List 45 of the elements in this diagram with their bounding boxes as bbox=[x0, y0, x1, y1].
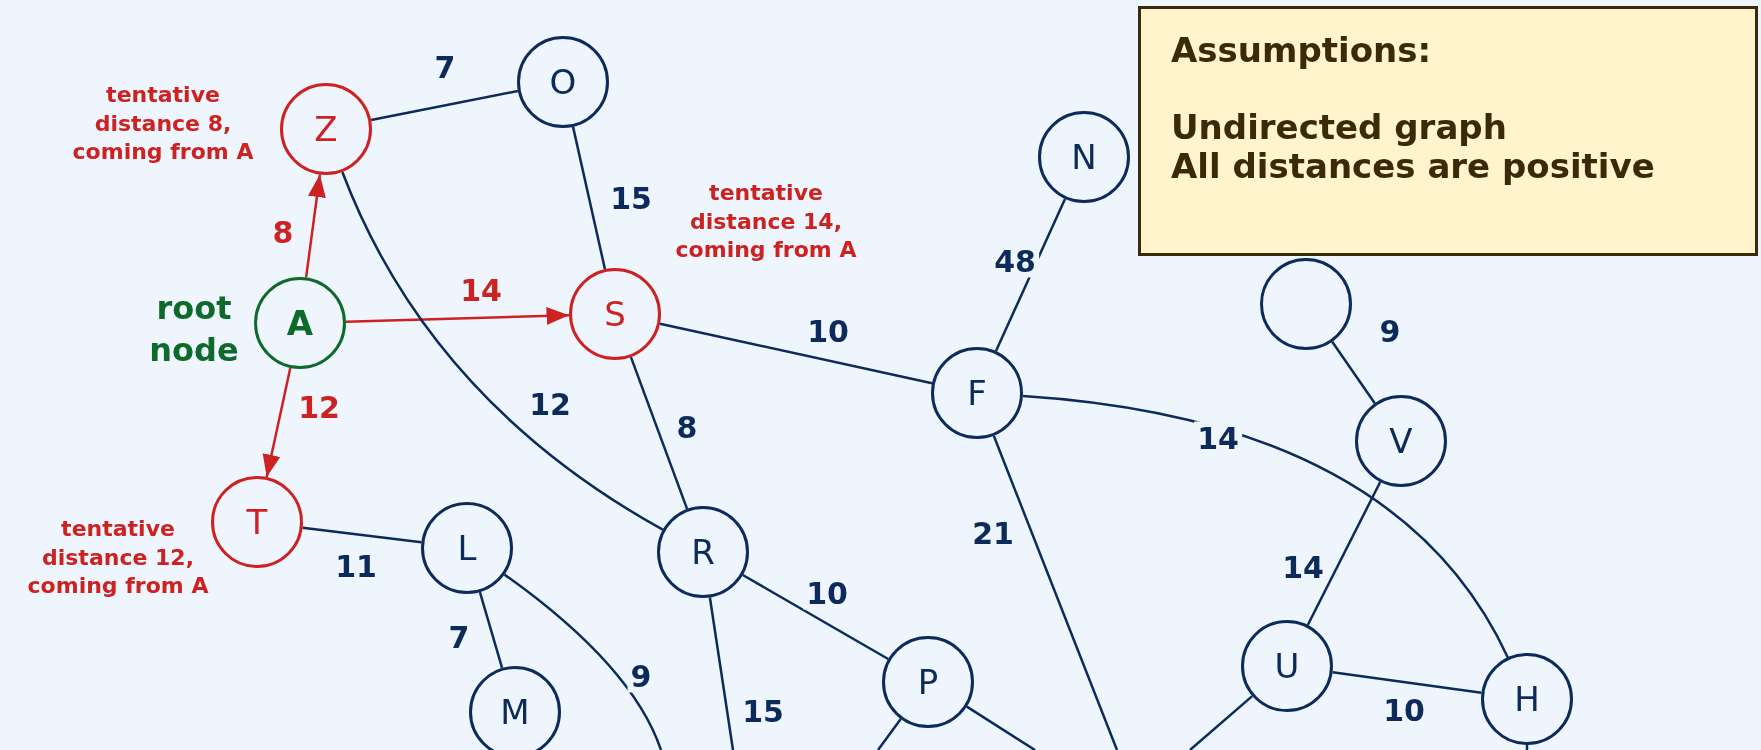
node-letter: R bbox=[691, 532, 715, 572]
edge-line bbox=[1525, 745, 1529, 750]
edge-line bbox=[992, 435, 1119, 750]
node-letter: F bbox=[967, 373, 987, 413]
edge-line bbox=[659, 322, 933, 385]
node-letter: O bbox=[549, 62, 577, 102]
edge-line bbox=[629, 356, 689, 510]
arrow bbox=[345, 306, 570, 325]
graph-node-circle bbox=[882, 636, 974, 728]
edge-line bbox=[1331, 341, 1376, 404]
node-letter: Z bbox=[314, 109, 338, 149]
note-text: All distances are positive bbox=[1171, 147, 1656, 187]
node-letter: S bbox=[604, 294, 626, 334]
node-letter: V bbox=[1389, 421, 1413, 461]
note-heading: Assumptions: bbox=[1171, 31, 1433, 71]
edge-line bbox=[503, 573, 663, 750]
edge-line bbox=[1189, 695, 1254, 750]
node-letter: T bbox=[246, 502, 268, 542]
arrow bbox=[262, 367, 292, 478]
node-letter: M bbox=[500, 692, 530, 732]
edge-line bbox=[994, 198, 1067, 352]
edge-line bbox=[478, 591, 504, 669]
node-letter: P bbox=[917, 662, 939, 702]
edge-line bbox=[1306, 481, 1382, 626]
edge-line bbox=[1022, 394, 1509, 658]
node-annotation: tentative distance 12, coming from A bbox=[26, 515, 210, 601]
edge-line bbox=[370, 89, 519, 122]
node-annotation: tentative distance 8, coming from A bbox=[71, 81, 255, 167]
edge-line bbox=[966, 705, 1036, 750]
arrow bbox=[304, 174, 326, 278]
edge-line bbox=[742, 573, 889, 661]
node-letter: A bbox=[286, 303, 314, 343]
edge-line bbox=[302, 526, 422, 544]
node-annotation: root node bbox=[148, 288, 240, 371]
edge-line bbox=[571, 126, 607, 270]
node-letter: U bbox=[1274, 646, 1300, 686]
edge-line bbox=[877, 718, 902, 750]
node-letter: L bbox=[457, 528, 477, 568]
note-text: Undirected graph bbox=[1171, 108, 1508, 148]
edge-line bbox=[341, 171, 664, 531]
edge-line bbox=[1332, 671, 1482, 694]
node-letter: H bbox=[1514, 679, 1540, 719]
node-annotation: tentative distance 14, coming from A bbox=[674, 179, 858, 265]
node-letter: N bbox=[1071, 137, 1097, 177]
edge-line bbox=[708, 597, 735, 750]
